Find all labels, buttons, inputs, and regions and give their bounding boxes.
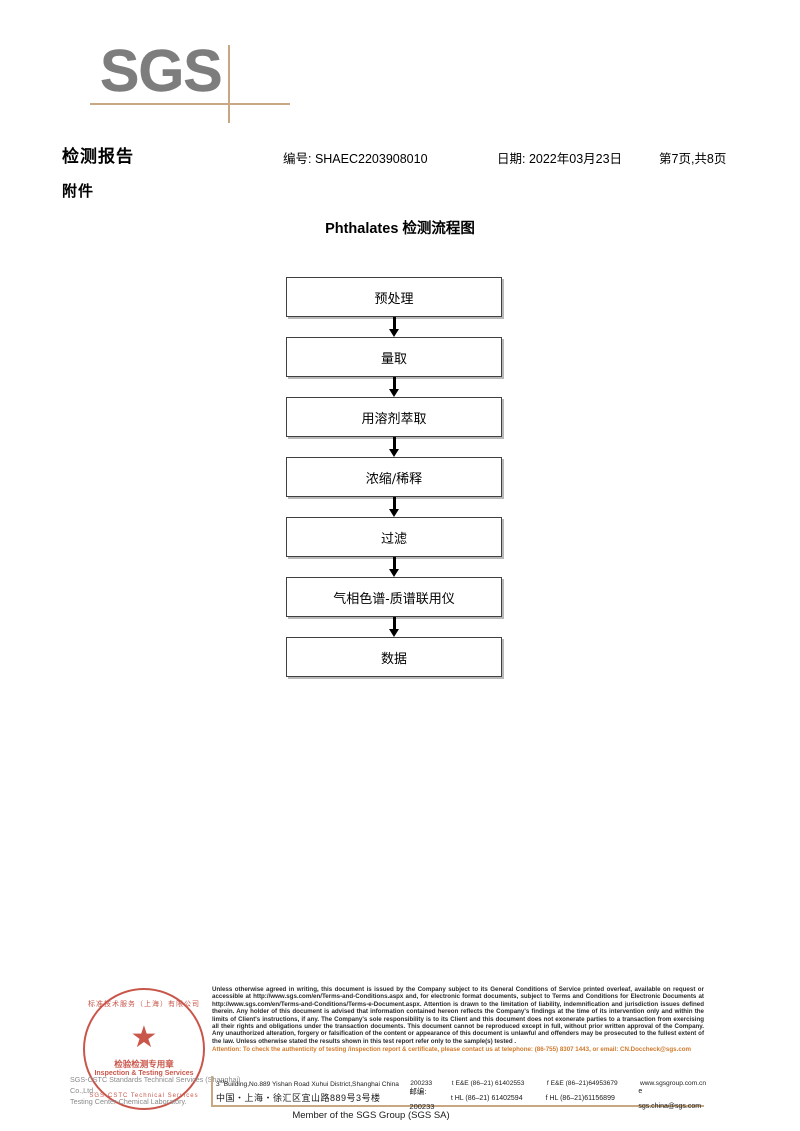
flow-step-box: 量取 (286, 337, 502, 377)
email-link[interactable]: e sgs.china@sgs.com (638, 1087, 702, 1110)
address-en-main: Building,No.889 Yishan Road Xuhui Distri… (223, 1081, 399, 1089)
inspection-stamp: 标准技术服务（上海）有限公司 ★ 检验检测专用章 Inspection & Te… (83, 988, 205, 1110)
stamp-en-label: Inspection & Testing Services (94, 1070, 194, 1077)
stamp-ring-bottom-text: SGS-CSTC Technical Services (89, 1093, 199, 1099)
stamp-cn-label: 检验检测专用章 (114, 1059, 174, 1069)
flowchart-title: Phthalates 检测流程图 (325, 221, 475, 237)
address-block: 3rdBuilding,No.889 Yishan Road Xuhui Dis… (216, 1076, 706, 1111)
address-cn: 中国・上海・徐汇区宜山路889号3号楼 (216, 1093, 381, 1103)
flow-arrow-down-icon (286, 557, 502, 577)
flow-arrow-down-icon (286, 437, 502, 457)
address-en-sup: rd (219, 1079, 224, 1085)
legal-disclaimer: Unless otherwise agreed in writing, this… (212, 986, 704, 1054)
attachment-label: 附件 (62, 183, 95, 200)
flow-step-box: 气相色谱-质谱联用仪 (286, 577, 502, 617)
page-title: 检测报告 (62, 147, 134, 166)
flow-step-box: 用溶剂萃取 (286, 397, 502, 437)
page-number: 第7页,共8页 (659, 152, 727, 166)
tel-en: t E&E (86–21) 61402553 (451, 1080, 525, 1087)
fax-en: f E&E (86–21)64953679 (546, 1080, 618, 1087)
star-icon: ★ (130, 1021, 158, 1054)
flow-step-box: 浓缩/稀释 (286, 457, 502, 497)
attention-notice: Attention: To check the authenticity of … (212, 1046, 692, 1054)
flow-arrow-down-icon (286, 377, 502, 397)
member-line-text: Member of the SGS Group (SGS SA) (292, 1110, 450, 1121)
address-divider-horizontal (211, 1105, 704, 1107)
flow-step-box: 数据 (286, 637, 502, 677)
address-en: 3rdBuilding,No.889 Yishan Road Xuhui Dis… (216, 1074, 410, 1092)
flowchart: 预处理 量取 用溶剂萃取 浓缩/稀释 过滤 气相色谱-质谱联用仪 数据 (286, 277, 502, 677)
address-row-cn: 中国・上海・徐汇区宜山路889号3号楼 邮编: 200233 t HL (86–… (216, 1087, 706, 1111)
fax-cn: f HL (86–21)61156899 (545, 1095, 615, 1102)
report-number: 编号: SHAEC2203908010 (283, 152, 428, 166)
address-divider-vertical (211, 1076, 213, 1106)
stamp-ring-top-text: 标准技术服务（上海）有限公司 (88, 1001, 200, 1008)
sgs-logo-text: SGS (100, 38, 223, 104)
zip-en: 200233 (410, 1080, 433, 1087)
address-row-en: 3rdBuilding,No.889 Yishan Road Xuhui Dis… (216, 1076, 706, 1091)
report-date: 日期: 2022年03月23日 (497, 152, 623, 166)
address-en-prefix: 3 (216, 1081, 220, 1089)
logo-horizontal-rule (90, 103, 290, 105)
flow-step-box: 预处理 (286, 277, 502, 317)
logo-vertical-rule (228, 45, 230, 123)
zip-cn: 邮编: 200233 (409, 1086, 435, 1111)
flow-arrow-down-icon (286, 617, 502, 637)
stamp-subtext: SGS-CSTC Standards Technical Services (S… (70, 1074, 255, 1107)
stamp-subtext-line1: SGS-CSTC Standards Technical Services (S… (70, 1075, 241, 1095)
tel-cn: t HL (86–21) 61402594 (450, 1095, 523, 1102)
member-line: Member of the SGS Group (SGS SA) (0, 1110, 800, 1121)
website-link[interactable]: www.sgsgroup.com.cn (640, 1080, 706, 1087)
flow-step-box: 过滤 (286, 517, 502, 557)
flow-arrow-down-icon (286, 497, 502, 517)
flow-arrow-down-icon (286, 317, 502, 337)
stamp-subtext-line2: Testing Center-Chemical Laboratory. (70, 1097, 187, 1106)
sgs-logo: SGS (90, 38, 300, 123)
disclaimer-text: Unless otherwise agreed in writing, this… (212, 986, 704, 1045)
